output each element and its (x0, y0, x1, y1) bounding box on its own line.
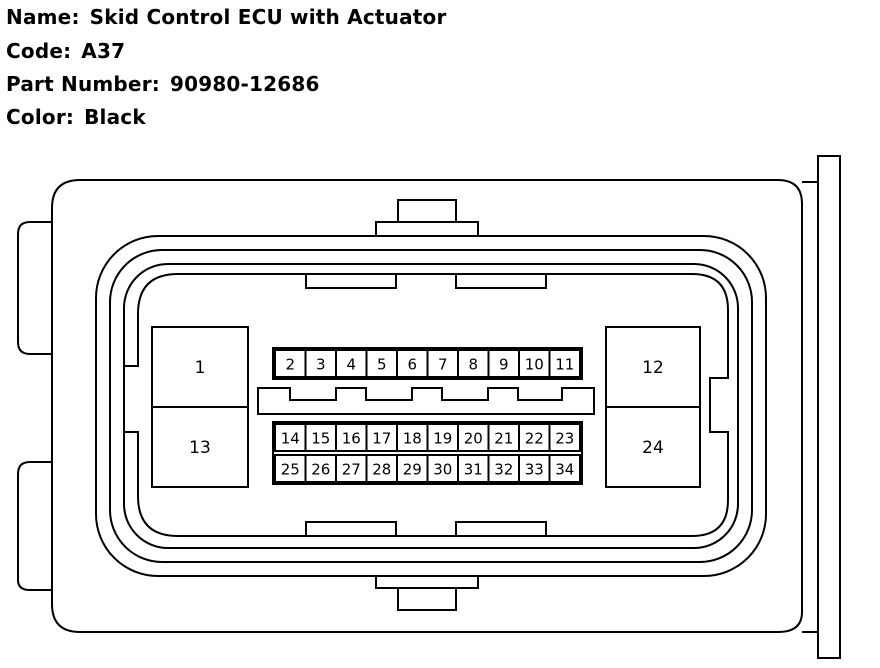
connector-color-line: Color: Black (6, 105, 146, 129)
separator-rib (257, 387, 595, 415)
left-latch-lower (17, 461, 52, 591)
seal-outline-middle (109, 249, 753, 563)
code-label: Code: (6, 39, 72, 63)
connector-housing (51, 179, 803, 633)
pin-4-label: 4 (346, 356, 356, 374)
pin-26-label: 26 (311, 461, 330, 479)
pin-6-label: 6 (407, 356, 417, 374)
pin-21-label: 21 (494, 430, 513, 448)
pin-9-label: 9 (499, 356, 509, 374)
pin-2-label: 2 (285, 356, 295, 374)
top-key (375, 199, 479, 236)
pin-13-cell (151, 406, 249, 488)
pin-3-label: 3 (316, 356, 326, 374)
pin-8-label: 8 (468, 356, 478, 374)
connector-code-line: Code: A37 (6, 39, 125, 63)
pin-30-label: 30 (433, 461, 452, 479)
left-latch-upper (17, 221, 52, 355)
pin-18-label: 18 (403, 430, 422, 448)
pin-5-label: 5 (377, 356, 387, 374)
pin-17-label: 17 (372, 430, 391, 448)
pin-14-label: 14 (281, 430, 300, 448)
pin-11-label: 11 (555, 356, 574, 374)
part-number-label: Part Number: (6, 72, 160, 96)
pin-23-cell (548, 423, 581, 452)
pin-16-label: 16 (342, 430, 361, 448)
name-value: Skid Control ECU with Actuator (89, 5, 447, 29)
pin-23-label: 23 (555, 430, 574, 448)
code-value: A37 (81, 39, 126, 63)
pin-27-label: 27 (342, 461, 361, 479)
pin-block-outline (272, 421, 583, 485)
connector-name-line: Name: Skid Control ECU with Actuator (6, 5, 447, 29)
pin-28-label: 28 (372, 461, 391, 479)
bottom-key (375, 576, 479, 611)
pin-12-label: 12 (642, 358, 664, 378)
pin-34-cell (548, 454, 581, 483)
pin-33-label: 33 (525, 461, 544, 479)
pin-19-label: 19 (433, 430, 452, 448)
pin-15-label: 15 (311, 430, 330, 448)
pin-22-label: 22 (525, 430, 544, 448)
pin-24-label: 24 (642, 438, 664, 458)
part-number-line: Part Number: 90980-12686 (6, 72, 320, 96)
guide-slot-bottom-right (455, 521, 547, 536)
name-label: Name: (6, 5, 80, 29)
color-value: Black (84, 105, 146, 129)
guide-slot-bottom-left (305, 521, 397, 536)
guide-slot-top-right (455, 274, 547, 289)
guide-slot-top-left (305, 274, 397, 289)
seal-outline-outer (95, 235, 767, 577)
right-lock-block (802, 155, 841, 659)
pin-block-outline (272, 347, 583, 380)
pin-13-label: 13 (189, 438, 211, 458)
pin-1-label: 1 (195, 358, 206, 378)
pin-29-label: 29 (403, 461, 422, 479)
color-label: Color: (6, 105, 75, 129)
part-number-value: 90980-12686 (169, 72, 320, 96)
pin-24-cell (605, 406, 701, 488)
pin-34-label: 34 (555, 461, 574, 479)
pin-7-label: 7 (438, 356, 448, 374)
pin-10-label: 10 (525, 356, 544, 374)
terminal-cavity (123, 273, 729, 537)
pin-25-label: 25 (281, 461, 300, 479)
pin-31-label: 31 (464, 461, 483, 479)
pin-32-label: 32 (494, 461, 513, 479)
pin-11-cell (548, 349, 581, 378)
pin-20-label: 20 (464, 430, 483, 448)
